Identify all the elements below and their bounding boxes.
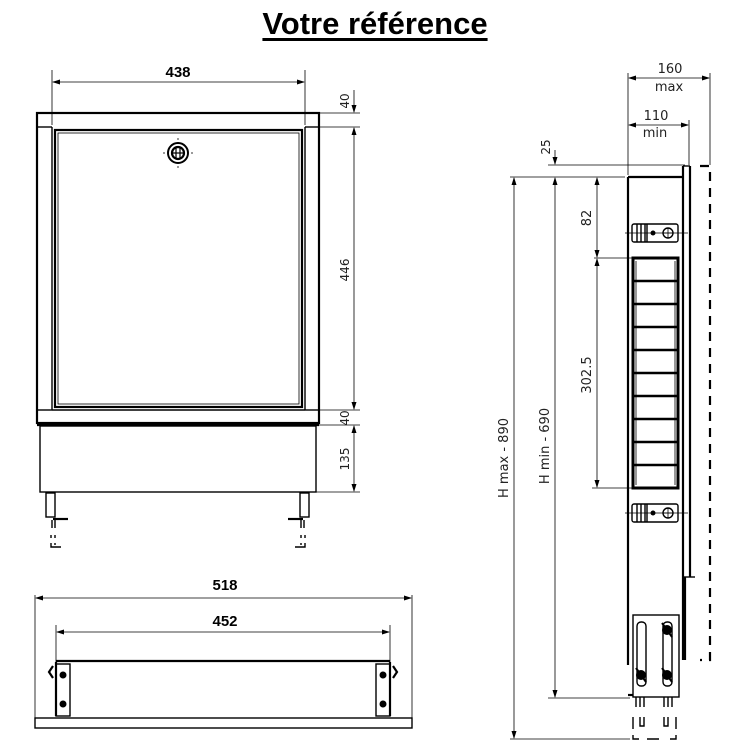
adjustable-feet — [45, 492, 310, 548]
front-view: 438 — [35, 64, 360, 548]
door-lock-icon — [163, 138, 193, 168]
upper-bracket-icon — [625, 223, 688, 243]
door-height-446-label: 446 — [338, 259, 352, 282]
bracket-offset-82-label: 82 — [580, 210, 595, 227]
top-rail-40-label: 40 — [338, 93, 352, 108]
depth-max-label: max — [655, 80, 684, 95]
top-view: 518 452 — [34, 577, 413, 729]
h-max-label: H max - 890 — [497, 418, 512, 498]
side-view: 160 max 110 min 25 — [497, 62, 712, 740]
h-min-label: H min - 690 — [538, 408, 553, 484]
depth-min-value: 110 — [644, 109, 669, 124]
page-title: Votre référence — [262, 6, 488, 41]
width-438-label: 438 — [165, 64, 190, 81]
depth-min-label: min — [643, 126, 668, 141]
bottom-rail-40-label: 40 — [338, 410, 352, 425]
depth-max-value: 160 — [658, 62, 683, 77]
manifold-ladder — [631, 256, 680, 490]
base-135-label: 135 — [338, 448, 352, 471]
lower-bracket-icon — [625, 503, 688, 523]
manifold-height-302-5-label: 302.5 — [580, 356, 595, 393]
foot-assembly-icon — [628, 614, 680, 740]
outer-width-518-label: 518 — [212, 577, 237, 594]
inner-width-452-label: 452 — [212, 613, 237, 630]
top-offset-25-label: 25 — [539, 139, 553, 154]
